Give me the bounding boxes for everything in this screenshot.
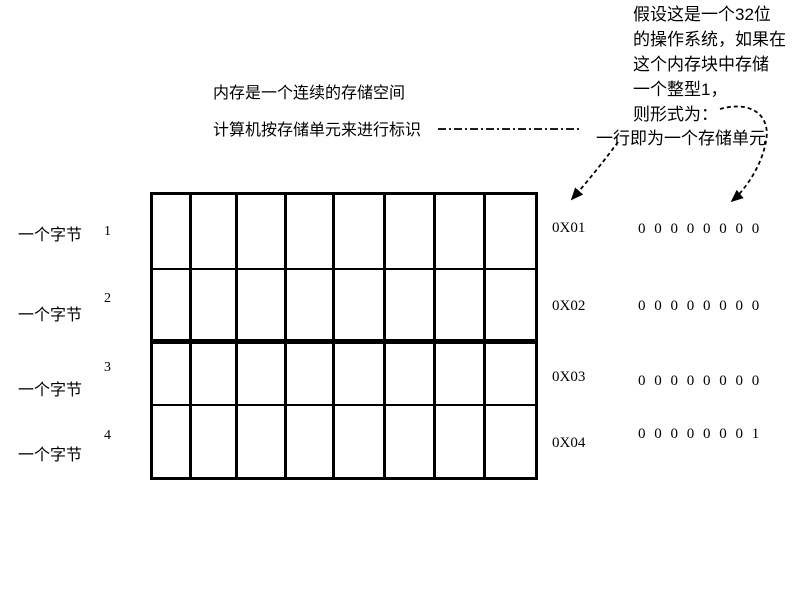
memory-cell	[433, 192, 486, 270]
memory-cell	[332, 403, 386, 480]
bits-row-1: 0 0 0 0 0 0 0 0	[638, 221, 762, 237]
address-0x01: 0X01	[552, 220, 586, 236]
memory-cell	[483, 192, 538, 270]
note-32bit-line-3: 这个内存块中存储	[633, 55, 769, 74]
memory-grid-row	[150, 403, 538, 480]
row-index-4: 4	[104, 428, 111, 443]
note-32bit-line-5: 则形式为：	[633, 105, 718, 124]
memory-cell	[383, 267, 436, 343]
memory-cell	[433, 339, 486, 406]
memory-cell	[433, 267, 486, 343]
byte-label-2: 一个字节	[18, 307, 83, 324]
memory-cell	[284, 339, 335, 406]
note-32bit-line-4: 一个整型1，	[633, 80, 728, 99]
byte-label-1: 一个字节	[18, 227, 83, 244]
memory-cell	[383, 192, 436, 270]
address-0x02: 0X02	[552, 298, 586, 314]
memory-cell	[383, 403, 436, 480]
memory-cell	[189, 339, 238, 406]
memory-cell	[150, 339, 192, 406]
row-unit-label: 一行即为一个存储单元	[596, 129, 766, 148]
memory-cell	[284, 192, 335, 270]
bits-row-2: 0 0 0 0 0 0 0 0	[638, 298, 762, 314]
row-index-3: 3	[104, 360, 111, 375]
memory-cell	[235, 192, 287, 270]
note-memory-continuous: 内存是一个连续的存储空间	[213, 85, 406, 102]
memory-grid	[150, 192, 538, 480]
note-32bit-line-1: 假设这是一个32位	[633, 5, 771, 24]
memory-cell	[284, 403, 335, 480]
memory-cell	[189, 403, 238, 480]
memory-cell	[332, 339, 386, 406]
memory-cell	[332, 192, 386, 270]
memory-cell	[284, 267, 335, 343]
byte-label-3: 一个字节	[18, 382, 83, 399]
memory-grid-row	[150, 267, 538, 343]
memory-cell	[235, 403, 287, 480]
address-0x04: 0X04	[552, 435, 586, 451]
note-32bit-block: 假设这是一个32位 的操作系统，如果在 这个内存块中存储 一个整型1， 则形式为…	[633, 2, 786, 127]
memory-grid-row	[150, 339, 538, 406]
bits-row-3: 0 0 0 0 0 0 0 0	[638, 373, 762, 389]
memory-cell	[235, 339, 287, 406]
memory-cell	[483, 267, 538, 343]
memory-cell	[150, 192, 192, 270]
address-0x03: 0X03	[552, 369, 586, 385]
row-index-2: 2	[104, 291, 111, 306]
memory-cell	[150, 403, 192, 480]
memory-cell	[189, 267, 238, 343]
memory-cell	[332, 267, 386, 343]
memory-cell	[433, 403, 486, 480]
row-index-1: 1	[104, 224, 111, 239]
arrow-to-grid-row	[570, 141, 619, 201]
note-storage-unit-identify: 计算机按存储单元来进行标识	[213, 122, 422, 139]
memory-cell	[483, 339, 538, 406]
memory-cell	[235, 267, 287, 343]
note-32bit-line-2: 的操作系统，如果在	[633, 30, 786, 49]
byte-label-4: 一个字节	[18, 447, 83, 464]
memory-cell	[150, 267, 192, 343]
memory-cell	[189, 192, 238, 270]
memory-grid-row	[150, 192, 538, 270]
bits-row-4: 0 0 0 0 0 0 0 1	[638, 426, 762, 442]
memory-cell	[483, 403, 538, 480]
memory-cell	[383, 339, 436, 406]
